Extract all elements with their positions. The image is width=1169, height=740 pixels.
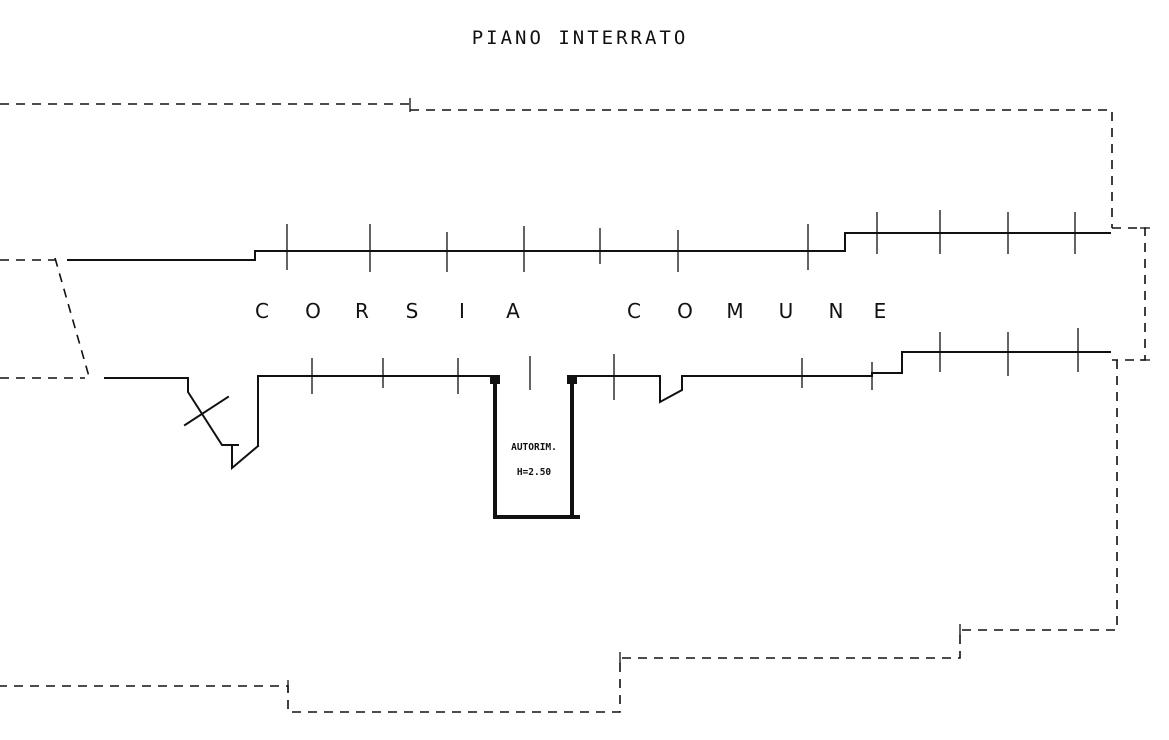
corridor-letter: S [406,299,419,323]
corridor-letter: C [627,299,641,323]
garage-unit: AUTORIM. H=2.50 [490,375,580,519]
corridor-letter: O [677,299,693,323]
garage-height: H=2.50 [517,467,552,478]
corridor-label: C O R S I A C O M U N E [255,299,886,323]
corridor-upper-wall [67,210,1111,272]
corridor-letter: M [726,299,743,323]
corridor-letter: I [459,299,465,323]
perimeter-top-dashed [0,98,1150,361]
garage-label: AUTORIM. [511,442,557,453]
perimeter-bottom-dashed [0,360,1118,713]
corridor-letter: A [506,299,520,323]
corridor-letter: N [829,299,844,323]
corridor-letter: E [874,299,887,323]
corridor-lower-wall [104,328,1111,471]
column-marker [567,375,577,384]
left-dashed-stubs [0,257,91,381]
column-marker [490,375,500,384]
corridor-letter: U [779,299,794,323]
corridor-letter: C [255,299,269,323]
corridor-letter: R [355,299,369,323]
corridor-letter: O [305,299,321,323]
plan-title: PIANO INTERRATO [472,27,689,49]
